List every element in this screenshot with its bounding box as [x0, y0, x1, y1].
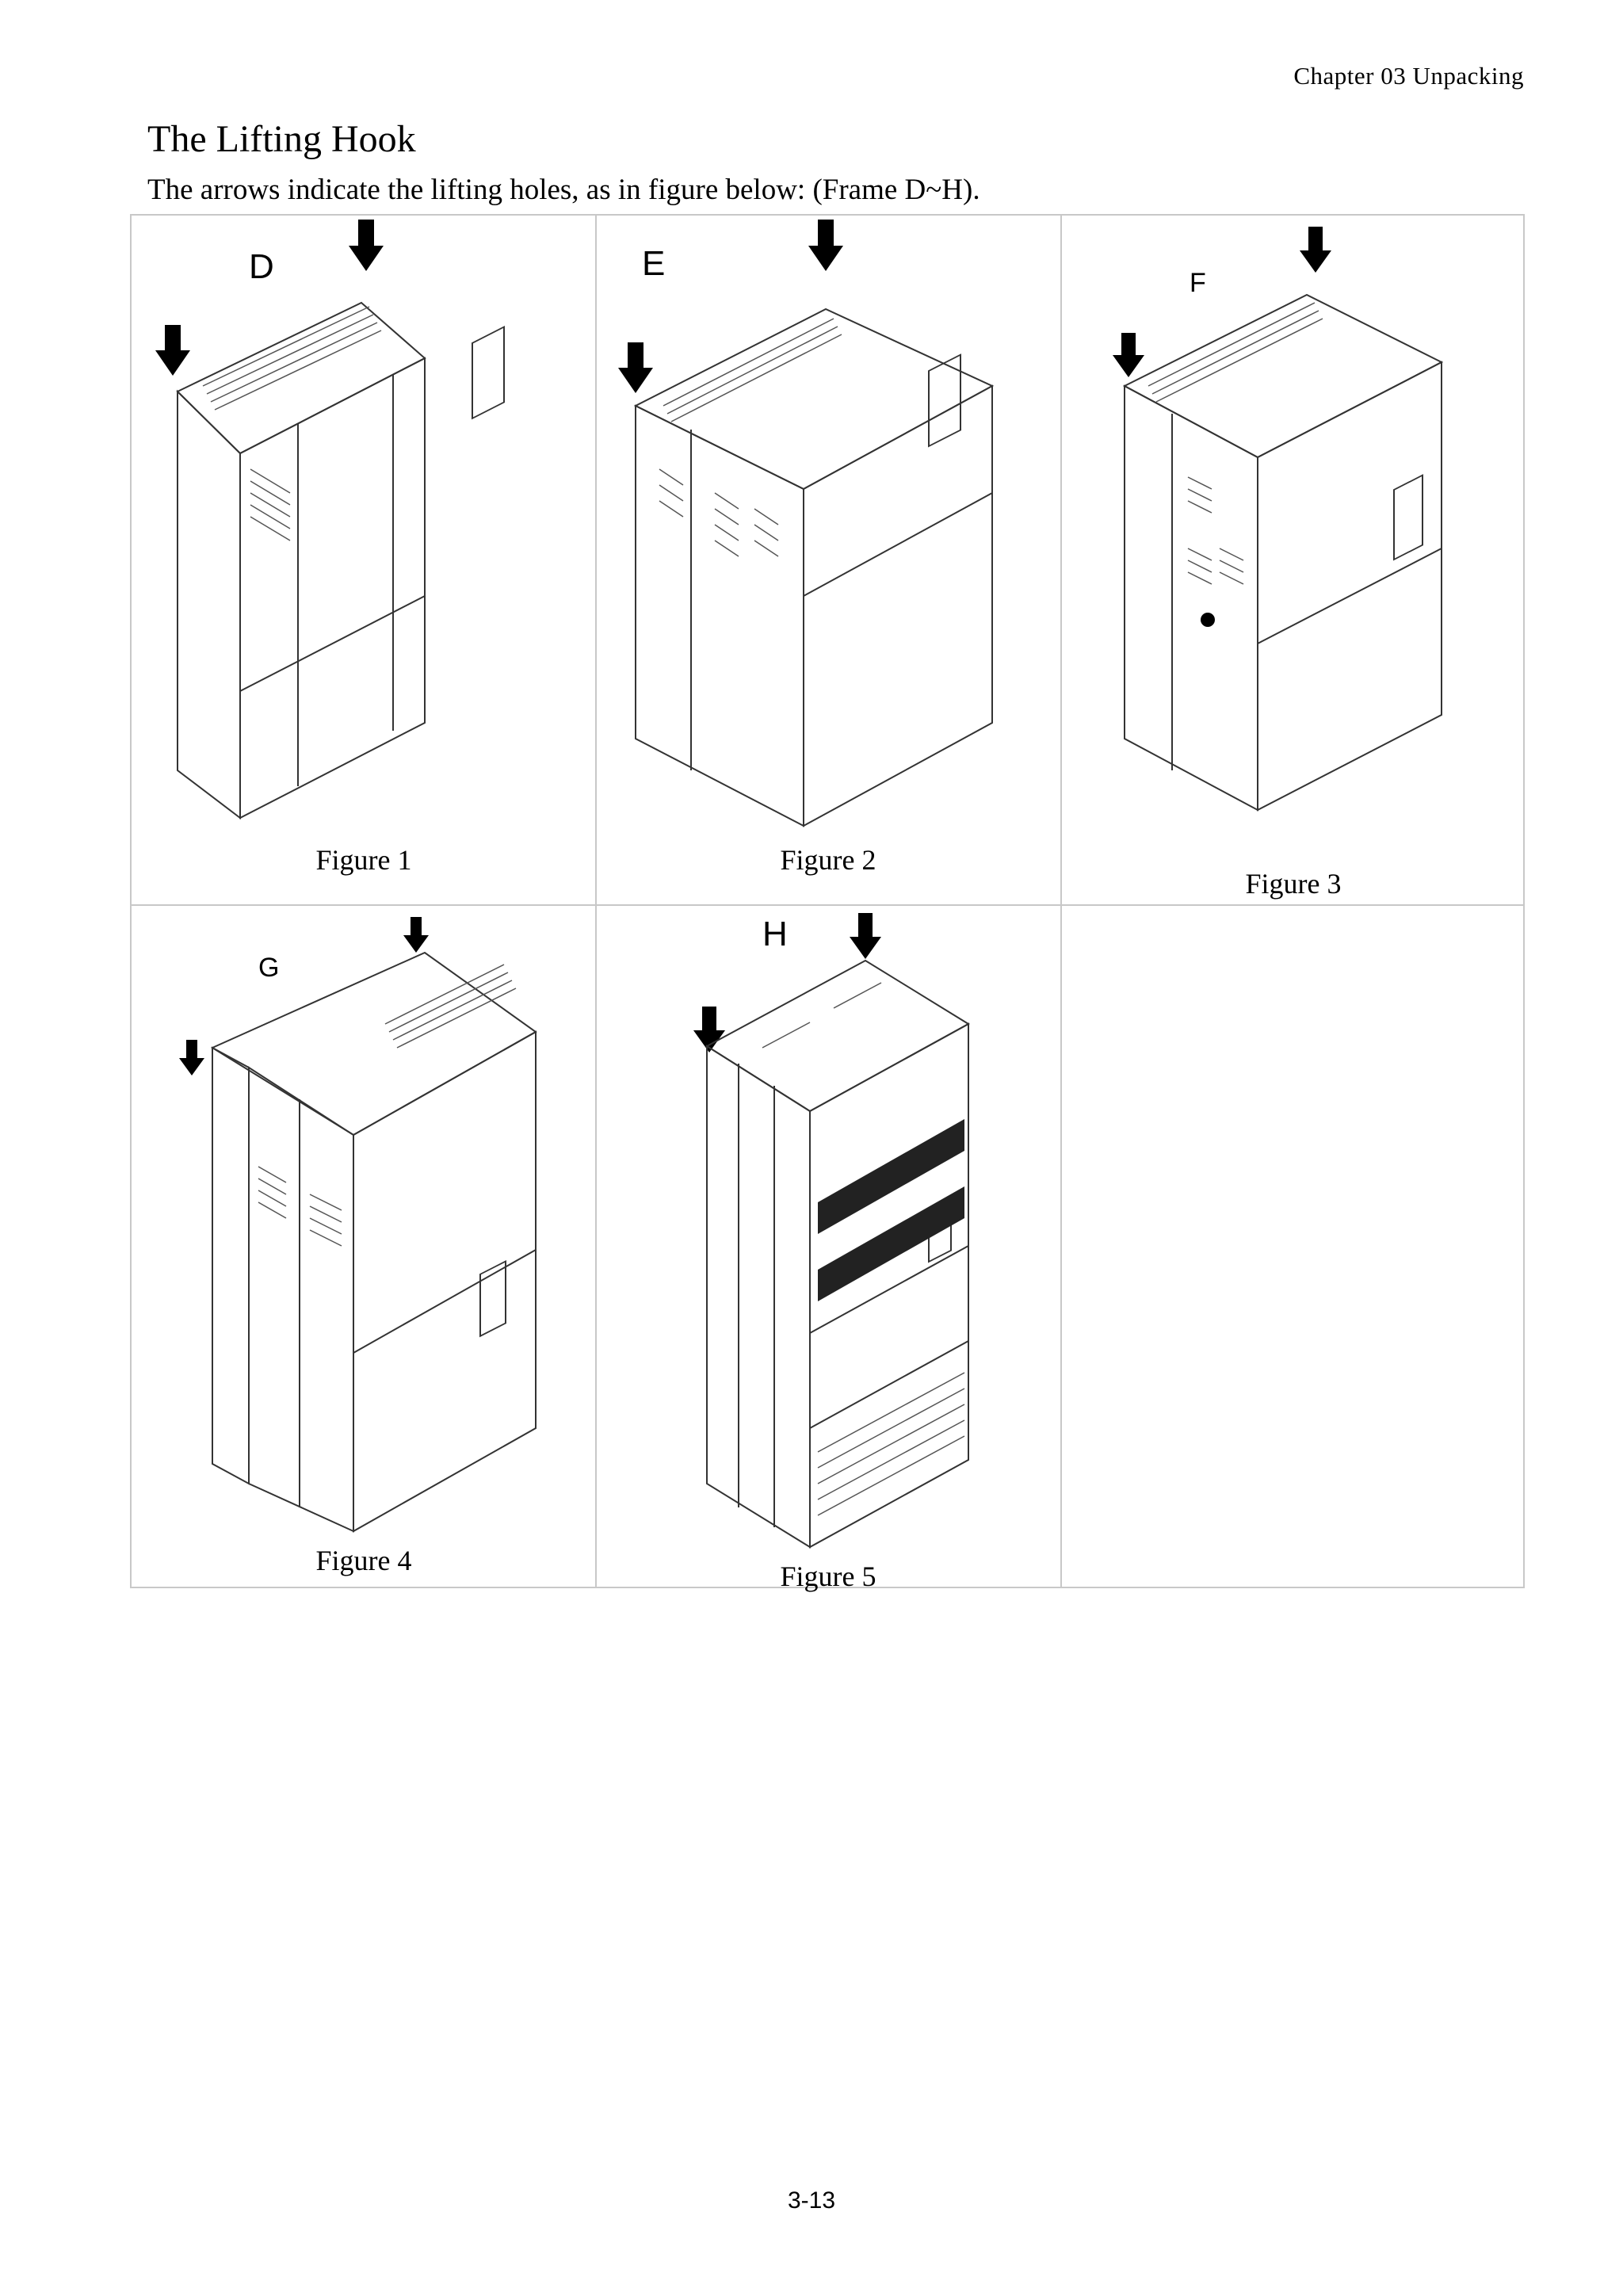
lifting-arrow-icon: [1113, 333, 1144, 377]
frame-label-e: E: [642, 244, 666, 283]
lifting-arrow-icon: [403, 917, 429, 953]
frame-f-drive-illustration: [1113, 227, 1444, 812]
lifting-arrow-icon: [618, 342, 653, 393]
table-divider: [595, 216, 597, 1587]
figure-3-cell: F: [1061, 216, 1526, 905]
figure-1-cell: D: [132, 216, 596, 905]
figure-caption: Figure 2: [780, 844, 876, 876]
frame-h-drive-illustration: [693, 913, 970, 1549]
table-divider: [1060, 216, 1062, 1587]
table-divider: [132, 904, 1523, 906]
lifting-arrow-icon: [850, 913, 881, 959]
figure-caption: Figure 3: [1245, 868, 1342, 900]
frame-g-drive-illustration: [179, 917, 537, 1533]
figure-caption: Figure 4: [315, 1545, 412, 1576]
page-number: 3-13: [787, 2187, 836, 2214]
lifting-arrow-icon: [808, 220, 843, 271]
figure-4-cell: G: [132, 905, 596, 1590]
frame-label-h: H: [762, 915, 788, 953]
frame-d-drive-illustration: [155, 220, 505, 820]
section-title: The Lifting Hook: [147, 118, 416, 160]
figure-caption: Figure 5: [780, 1561, 876, 1592]
figure-5-cell: H: [596, 905, 1061, 1592]
frame-label-g: G: [258, 953, 280, 983]
lifting-arrow-icon: [1300, 227, 1331, 273]
frame-e-drive-illustration: [618, 220, 995, 827]
empty-cell: [1061, 905, 1526, 1590]
lifting-arrow-icon: [179, 1040, 204, 1075]
intro-paragraph: The arrows indicate the lifting holes, a…: [147, 174, 980, 206]
figure-caption: Figure 1: [315, 844, 412, 876]
frame-label-d: D: [249, 247, 274, 286]
lifting-arrow-icon: [349, 220, 384, 271]
lifting-arrow-icon: [155, 325, 190, 376]
figure-table: D: [130, 214, 1526, 1592]
chapter-header: Chapter 03 Unpacking: [1293, 62, 1524, 90]
figure-2-cell: E: [596, 216, 1061, 905]
frame-label-f: F: [1190, 268, 1206, 298]
